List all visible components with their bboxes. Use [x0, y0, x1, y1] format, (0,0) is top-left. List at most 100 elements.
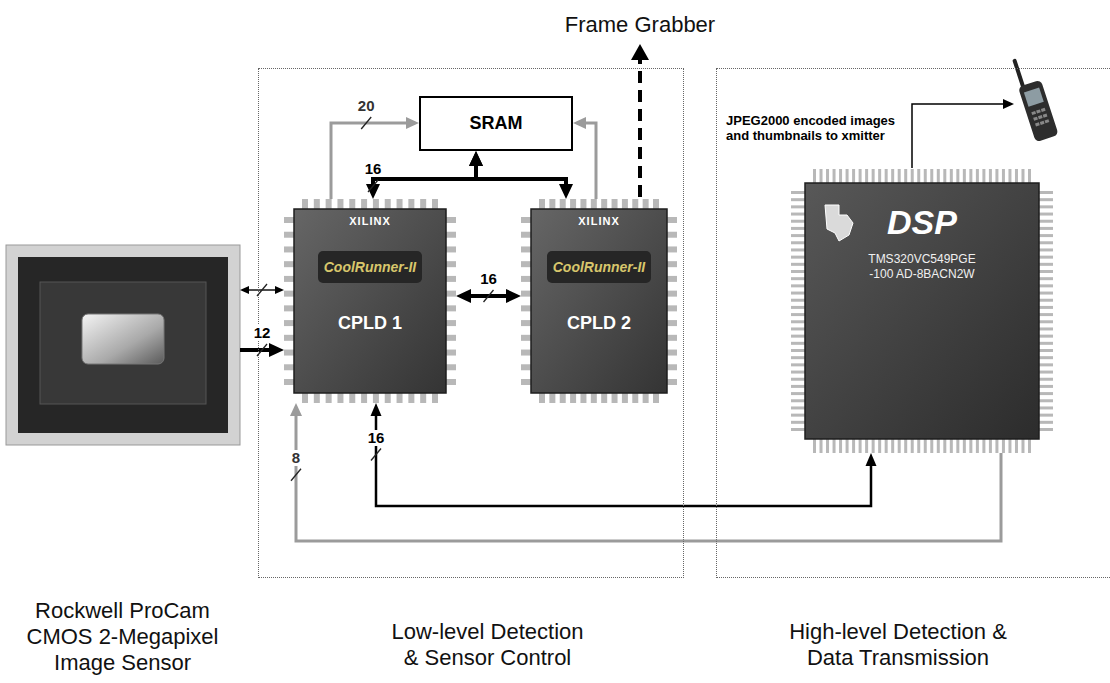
bus-width-slash	[484, 290, 494, 302]
address-bus	[585, 123, 596, 199]
arrowhead	[573, 117, 586, 129]
memory-box: SRAM	[419, 96, 573, 151]
sensor-frame	[6, 245, 240, 445]
data-bus	[376, 415, 871, 506]
bus-width-label: 16	[367, 430, 386, 446]
part-number: TMS320VC549PGE -100 AD-8BACN2W	[858, 252, 986, 282]
data-bus	[476, 165, 566, 185]
connector-group	[366, 151, 483, 199]
memory-label: SRAM	[470, 113, 523, 134]
chip-pins	[284, 199, 456, 403]
frame-grabber-arrow	[631, 44, 649, 197]
arrowhead	[269, 343, 284, 357]
bus-width-slashes	[257, 117, 494, 481]
image-sensor: Rockwell ProCam CMOS 2-Megapixel Image S…	[6, 245, 240, 445]
key	[1035, 122, 1040, 126]
arrowhead	[866, 453, 877, 466]
transmit-line	[912, 99, 1014, 168]
bus-width-label: 8	[291, 450, 301, 466]
region-caption: Low-level Detection & Sensor Control	[386, 619, 589, 671]
connector-group	[240, 343, 284, 357]
bus-width-label: 12	[253, 325, 272, 341]
arrowhead	[1003, 99, 1014, 109]
region-box: High-level Detection & Data Transmission…	[716, 68, 1110, 578]
label-anchor: Frame Grabber	[565, 12, 715, 38]
arrowhead	[240, 286, 249, 294]
antenna	[1015, 61, 1024, 88]
arrowhead	[275, 286, 284, 294]
chip-body	[531, 209, 667, 393]
connector-group	[469, 151, 573, 199]
address-bus	[331, 123, 407, 199]
cpld-chip: XILINX CoolRunner-II CPLD 2	[521, 199, 677, 403]
bus-width-anchor: 20	[357, 98, 376, 114]
chip-label: CPLD 2	[567, 313, 631, 334]
cpld-chip: XILINX CoolRunner-II CPLD 1	[284, 199, 456, 403]
chip-pins	[521, 199, 677, 403]
vendor-logo-text: XILINX	[349, 215, 390, 227]
handset-screen	[1024, 88, 1044, 107]
dsp-chip: DSP TMS320VC549PGE -100 AD-8BACN2W	[791, 169, 1053, 453]
key	[1031, 111, 1036, 115]
key	[1036, 109, 1041, 113]
data-bus	[373, 165, 476, 185]
bus-width-slash	[361, 117, 371, 129]
bus-width-anchor: 12	[253, 325, 272, 341]
product-line: CoolRunner-II	[318, 251, 423, 283]
bus-width-anchor: 16	[364, 161, 383, 177]
bus-width-anchor: 8	[291, 450, 301, 466]
arrowhead	[456, 289, 471, 303]
key	[1040, 121, 1045, 125]
bus-width-label: 16	[364, 161, 383, 177]
key	[1041, 108, 1046, 112]
chip-package	[284, 199, 456, 403]
label-anchor: JPEG2000 encoded images and thumbnails t…	[726, 113, 902, 143]
chip-package	[521, 199, 677, 403]
arrowhead	[506, 289, 521, 303]
sensor-caption: Rockwell ProCam CMOS 2-Megapixel Image S…	[15, 598, 230, 676]
bus-width-slash	[291, 469, 301, 481]
handset-body	[1018, 80, 1059, 143]
chip-label: CPLD 1	[338, 313, 402, 334]
bus-width-slash	[371, 449, 381, 461]
bus-width-label: 16	[479, 271, 498, 287]
image-sensor-picture	[6, 245, 240, 445]
dashed-line	[638, 58, 642, 197]
arrowhead	[469, 151, 483, 166]
data-bus	[240, 348, 270, 352]
bus-width-label: 20	[357, 98, 376, 114]
bus-width-anchor: 16	[479, 271, 498, 287]
chip-body	[805, 183, 1039, 439]
sensor-package	[18, 257, 228, 433]
sensor-die	[82, 314, 164, 364]
connector-group	[331, 117, 419, 199]
arrowhead	[559, 184, 573, 199]
arrowhead	[290, 403, 302, 416]
sensor-cavity	[40, 282, 206, 404]
region-caption: High-level Detection & Data Transmission	[778, 619, 1018, 671]
arrowhead	[631, 44, 649, 60]
arrowhead	[469, 151, 483, 166]
vendor-logo	[825, 205, 853, 241]
key	[1033, 117, 1038, 121]
output-label: Frame Grabber	[565, 12, 715, 38]
transmission-note: JPEG2000 encoded images and thumbnails t…	[726, 113, 902, 143]
connector-group	[573, 117, 596, 199]
chip-title: DSP	[887, 203, 957, 242]
bus-width-anchor: 16	[367, 430, 386, 446]
arrowhead	[406, 117, 419, 129]
connector-group	[371, 403, 877, 506]
key	[1043, 114, 1048, 118]
vendor-logo-text: XILINX	[578, 215, 619, 227]
connector-group	[456, 289, 521, 303]
chip-pins	[791, 169, 1053, 453]
leader-line	[912, 104, 1004, 168]
arrowhead	[371, 403, 382, 416]
product-line: CoolRunner-II	[547, 251, 652, 283]
key	[1045, 119, 1050, 123]
region-box: Low-level Detection & Sensor ControlSRAM…	[258, 68, 684, 578]
chip-body	[294, 209, 446, 393]
key	[1038, 115, 1043, 119]
